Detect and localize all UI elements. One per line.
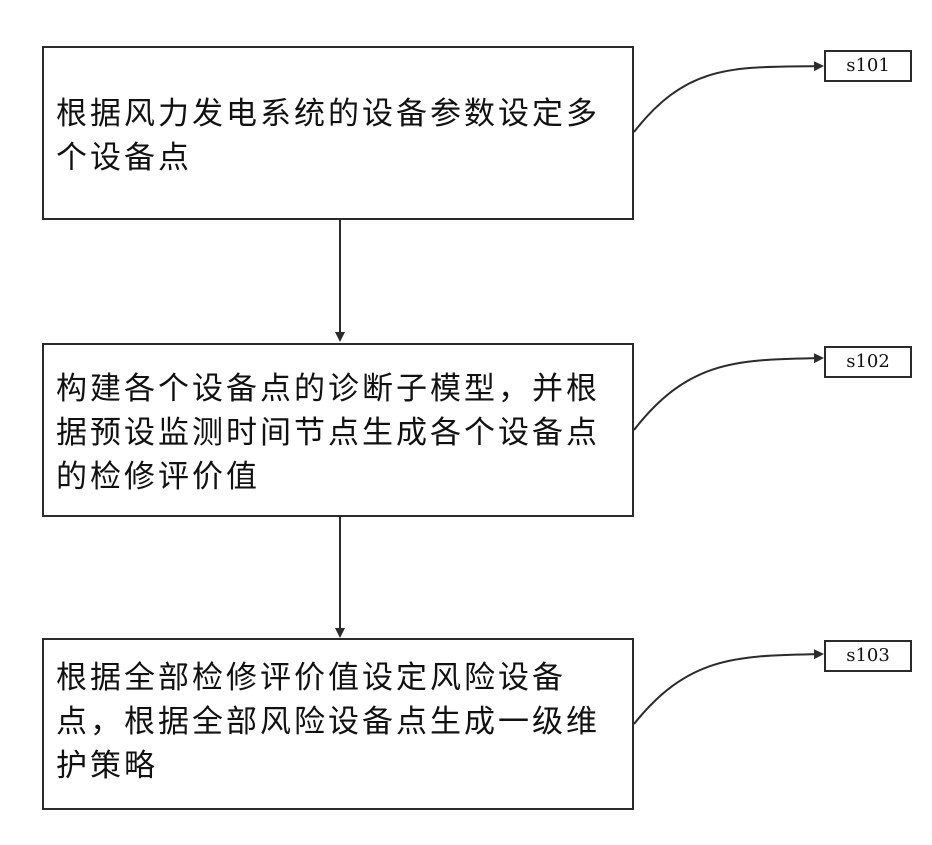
leader-curve-s102 — [634, 358, 822, 430]
step-tag-s103: s103 — [824, 640, 912, 672]
step-box-s103: 根据全部检修评价值设定风险设备点，根据全部风险设备点生成一级维护策略 — [42, 638, 634, 810]
step-tag-label-s103: s103 — [846, 645, 890, 666]
leader-curve-s103 — [634, 654, 822, 724]
step-text-s101: 根据风力发电系统的设备参数设定多个设备点 — [56, 96, 600, 176]
step-text-s103: 根据全部检修评价值设定风险设备点，根据全部风险设备点生成一级维护策略 — [56, 660, 600, 784]
step-tag-s101: s101 — [824, 50, 912, 82]
step-box-s102: 构建各个设备点的诊断子模型，并根据预设监测时间节点生成各个设备点的检修评价值 — [42, 343, 634, 517]
step-tag-s102: s102 — [824, 346, 912, 378]
step-tag-label-s101: s101 — [846, 55, 890, 76]
leader-curve-s101 — [634, 66, 822, 132]
step-box-s101: 根据风力发电系统的设备参数设定多个设备点 — [42, 46, 634, 220]
step-tag-label-s102: s102 — [846, 351, 890, 372]
step-text-s102: 构建各个设备点的诊断子模型，并根据预设监测时间节点生成各个设备点的检修评价值 — [56, 371, 600, 495]
